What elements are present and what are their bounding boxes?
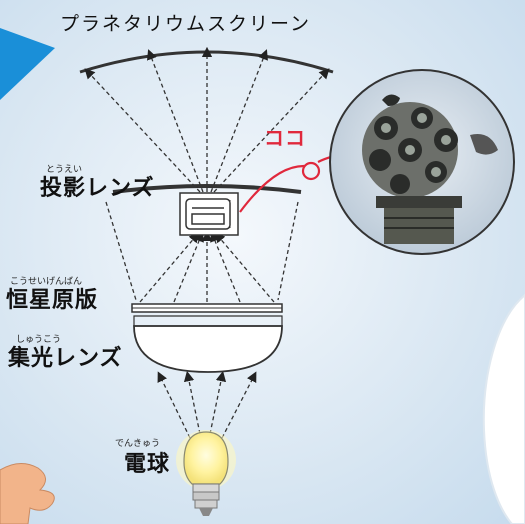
- projection-lens-label: 投影レンズ: [40, 176, 155, 201]
- rays-from-bulb: [157, 370, 257, 439]
- hand-shape: [0, 463, 55, 524]
- bulb-ruby: でんきゅう: [115, 439, 161, 449]
- projector-photo: [329, 69, 515, 255]
- star-plate-label: 恒星原版: [6, 288, 99, 313]
- projector-icon: [179, 192, 239, 236]
- screen-title: プラネタリウムスクリーン: [60, 13, 312, 35]
- star-plate: [131, 303, 283, 313]
- callout-line: [239, 164, 306, 213]
- rays-to-lens: [105, 201, 299, 303]
- projection-lens-ruby: とうえい: [46, 165, 83, 175]
- bulb-label: 電球: [124, 452, 171, 477]
- callout-circle: [301, 161, 321, 181]
- condenser-lens-ruby: しゅうこう: [16, 335, 62, 345]
- rays-to-screen: [84, 46, 330, 193]
- star-plate-ruby: こうせいげんばん: [10, 277, 83, 287]
- blue-arrow-shape: [0, 28, 55, 100]
- bulb-icon: [176, 430, 236, 516]
- white-bubble-shape: [482, 293, 525, 524]
- condenser-lens-shape: [133, 325, 283, 373]
- callout-text: ココ: [264, 126, 306, 150]
- projection-lens-bar: [112, 184, 302, 194]
- condenser-lens-label: 集光レンズ: [8, 346, 123, 371]
